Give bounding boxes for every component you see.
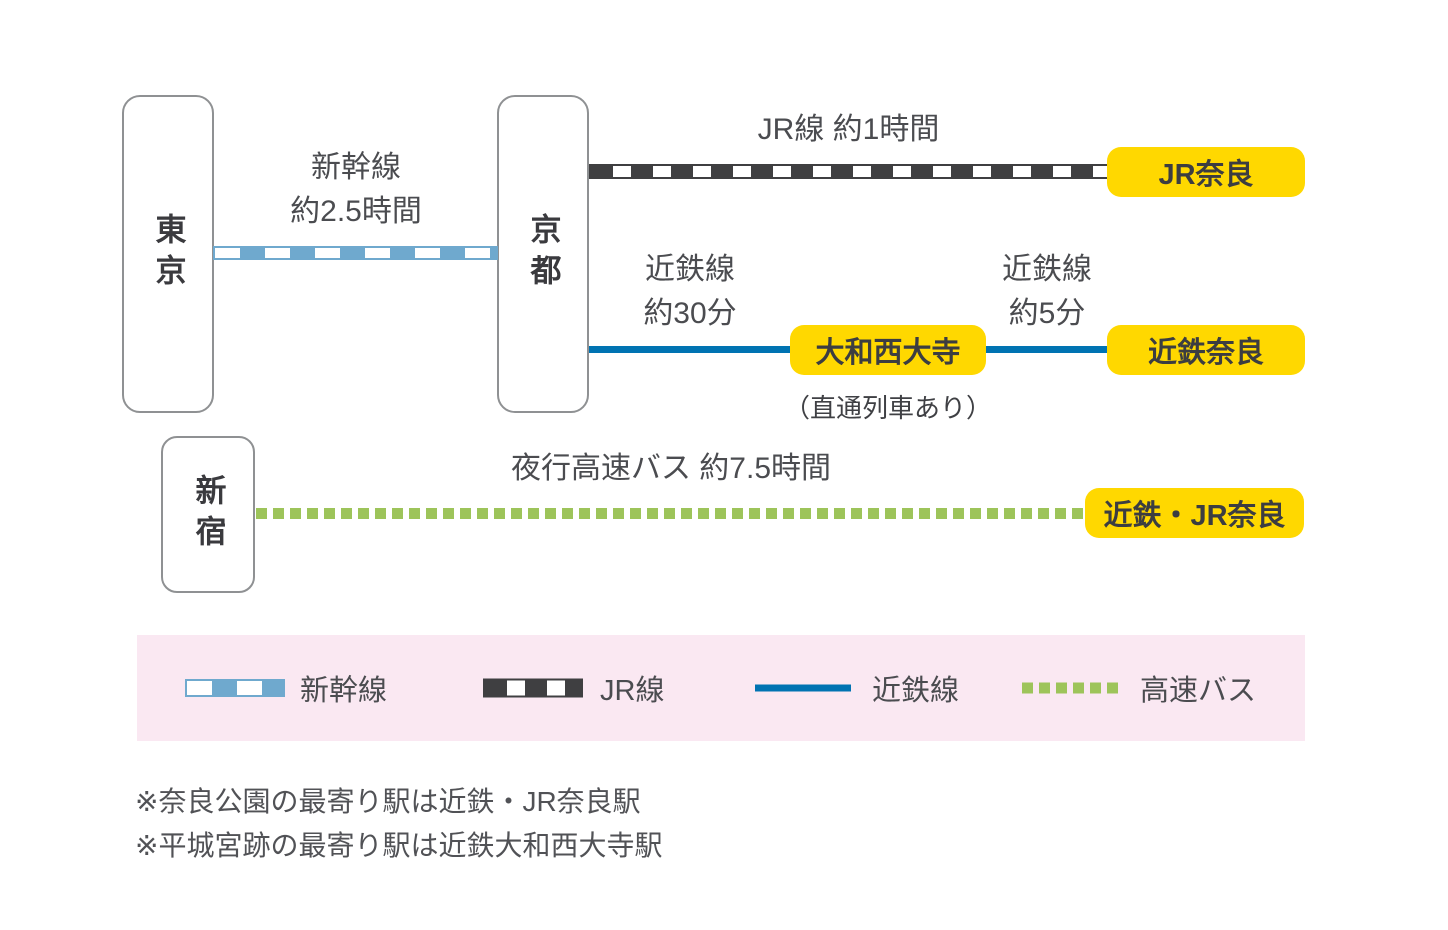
- badge-kintetsu-jr-nara: 近鉄・JR奈良: [1085, 488, 1304, 538]
- legend-swatch-jr: [483, 678, 583, 698]
- shinkansen-route-label: 新幹線 約2.5時間: [215, 146, 497, 234]
- badge-yamato-saidaiji: 大和西大寺: [790, 325, 986, 375]
- bus-line: [256, 508, 1088, 519]
- legend-swatch-shinkansen: [185, 679, 285, 697]
- kintetsu-nara-duration: 約5分: [1008, 297, 1086, 330]
- legend-label-bus: 高速バス: [1140, 675, 1257, 707]
- shinkansen-duration: 約2.5時間: [290, 195, 422, 228]
- badge-jr-nara: JR奈良: [1107, 147, 1305, 197]
- station-label-shinjuku: 新宿: [190, 473, 226, 556]
- jr-line: [589, 164, 1110, 179]
- station-label-kyoto: 京都: [525, 213, 561, 295]
- jr-route-label: JR線 約1時間: [757, 113, 940, 146]
- legend-swatch-bus: [1022, 682, 1118, 694]
- station-box-shinjuku: 新宿: [161, 436, 255, 593]
- kintetsu-kyoto-name: 近鉄線: [645, 253, 735, 286]
- kintetsu-nara-name: 近鉄線: [1002, 253, 1092, 286]
- kintetsu-kyoto-duration: 約30分: [643, 297, 737, 330]
- footnote-nara-park: ※奈良公園の最寄り駅は近鉄・JR奈良駅: [135, 786, 641, 817]
- legend-box: 新幹線 JR線 近鉄線 高速バス: [137, 635, 1305, 741]
- kintetsu-line-saidaiji-nara: [984, 346, 1110, 353]
- kintetsu-nara-route-label: 近鉄線 約5分: [985, 248, 1109, 336]
- station-box-kyoto: 京都: [497, 95, 589, 413]
- kintetsu-kyoto-route-label: 近鉄線 約30分: [589, 248, 791, 336]
- legend-label-shinkansen: 新幹線: [300, 675, 388, 707]
- bus-route-label: 夜行高速バス 約7.5時間: [510, 452, 832, 485]
- shinkansen-line: [213, 246, 498, 260]
- direct-train-note: （直通列車あり）: [783, 393, 992, 423]
- legend-label-kintetsu: 近鉄線: [872, 675, 960, 707]
- legend-label-jr: JR線: [600, 675, 665, 707]
- station-label-tokyo: 東京: [150, 213, 186, 295]
- kintetsu-line-kyoto-saidaiji: [589, 346, 792, 353]
- shinkansen-name: 新幹線: [311, 151, 401, 184]
- legend-swatch-kintetsu: [755, 684, 851, 692]
- badge-kintetsu-nara: 近鉄奈良: [1107, 325, 1305, 375]
- footnote-heijo-palace: ※平城宮跡の最寄り駅は近鉄大和西大寺駅: [135, 830, 663, 861]
- station-box-tokyo: 東京: [122, 95, 214, 413]
